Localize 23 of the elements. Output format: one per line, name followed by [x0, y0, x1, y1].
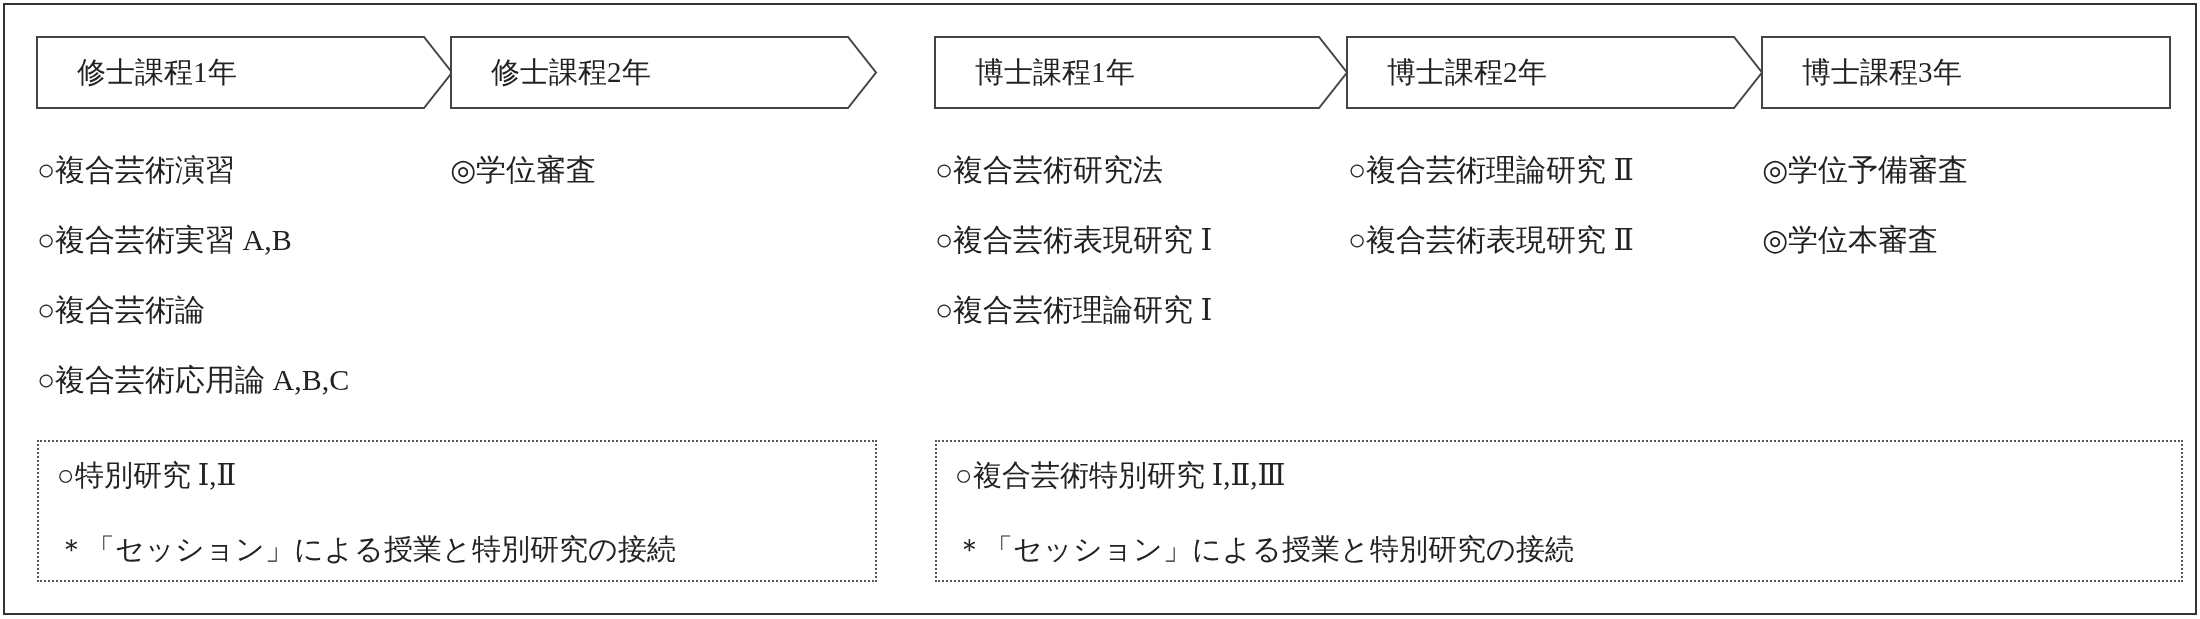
course-text: ○複合芸術理論研究 Ⅰ: [935, 292, 1213, 328]
year-heading: 修士課程1年: [77, 54, 237, 90]
year-heading: 博士課程1年: [975, 54, 1135, 90]
note-text: ＊「セッション」による授業と特別研究の接続: [955, 532, 1574, 567]
course-text: ○複合芸術表現研究 Ⅰ: [935, 222, 1213, 258]
course-text: ○複合芸術実習 A,B: [37, 222, 292, 258]
dotted-box: [935, 440, 2183, 582]
course-text: ○複合芸術応用論 A,B,C: [37, 362, 350, 398]
course-text: ○複合芸術研究法: [935, 152, 1164, 188]
course-text: ○複合芸術演習: [37, 152, 236, 188]
course-text: ○複合芸術論: [37, 292, 206, 328]
course-text: ◎学位本審査: [1762, 222, 1939, 258]
year-heading: 博士課程3年: [1802, 54, 1962, 90]
note-text: ＊「セッション」による授業と特別研究の接続: [57, 532, 676, 567]
year-heading: 修士課程2年: [491, 54, 651, 90]
course-text: ○複合芸術表現研究 Ⅱ: [1348, 222, 1634, 258]
course-text: ○特別研究 Ⅰ,Ⅱ: [57, 458, 237, 493]
course-text: ○複合芸術特別研究 Ⅰ,Ⅱ,Ⅲ: [955, 458, 1286, 493]
course-text: ◎学位審査: [450, 152, 597, 188]
dotted-box: [37, 440, 877, 582]
year-heading: 博士課程2年: [1387, 54, 1547, 90]
course-text: ○複合芸術理論研究 Ⅱ: [1348, 152, 1634, 188]
course-text: ◎学位予備審査: [1762, 152, 1969, 188]
